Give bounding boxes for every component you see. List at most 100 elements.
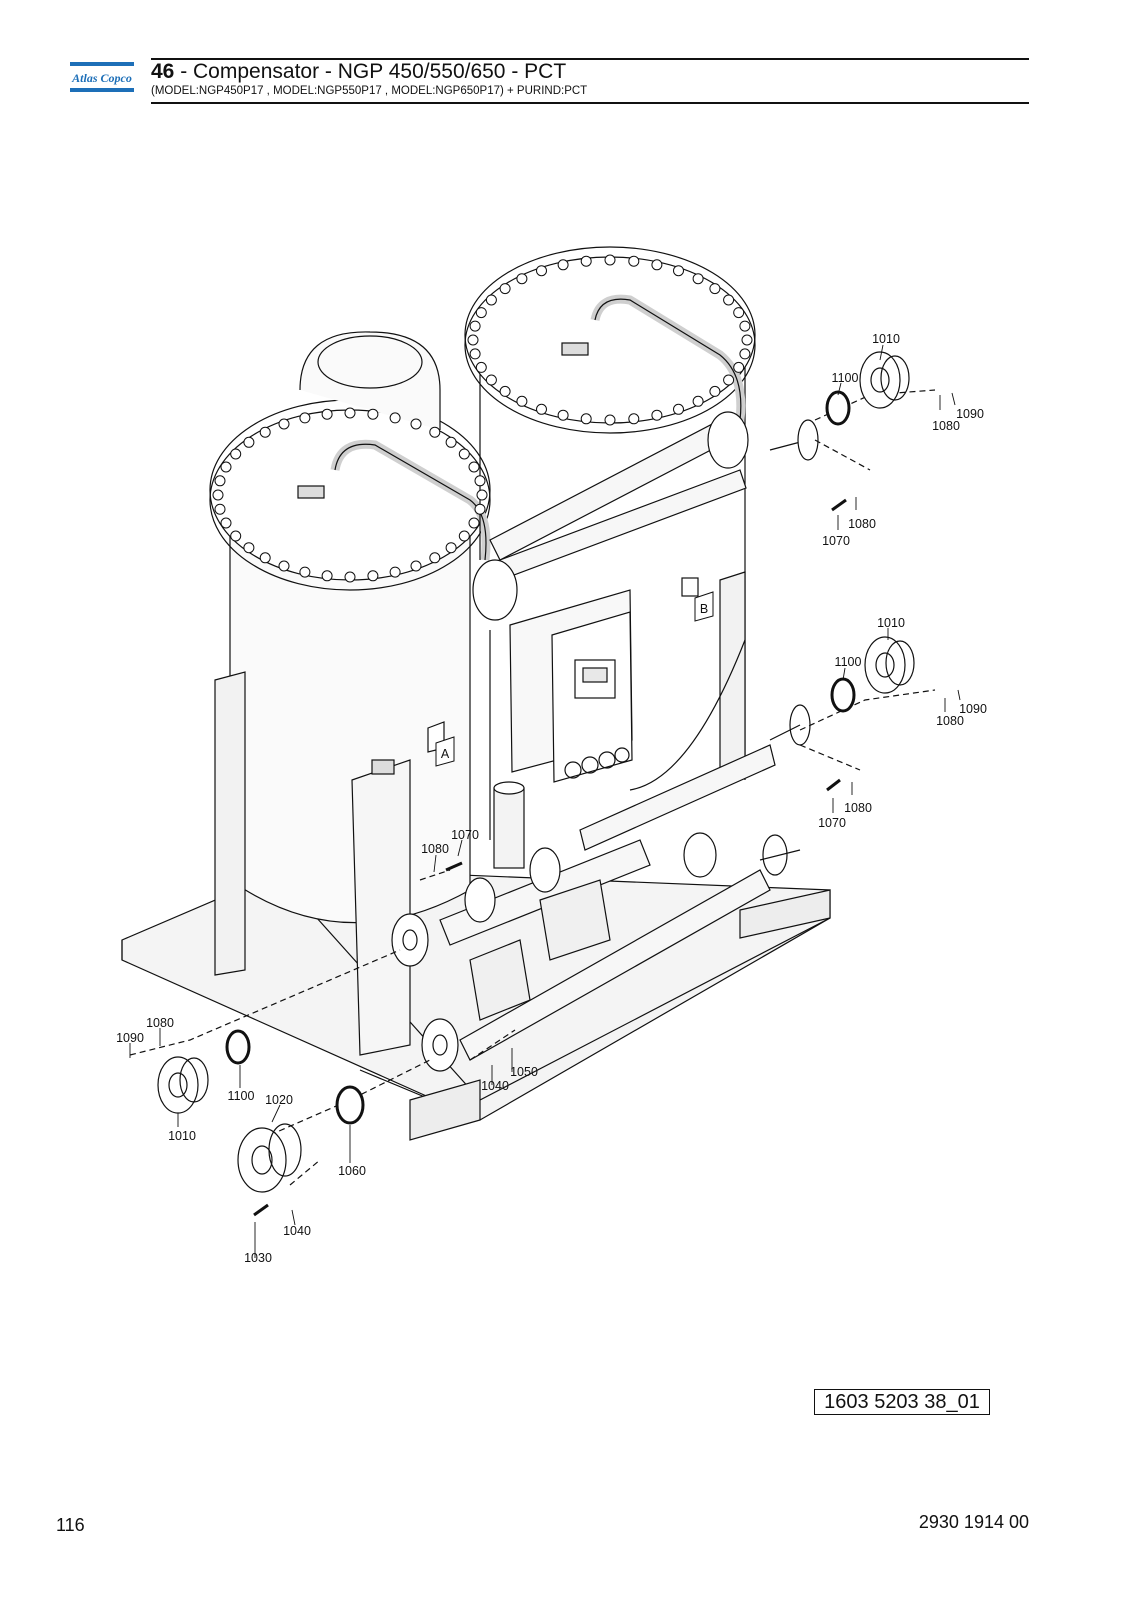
bolt-head	[243, 542, 255, 554]
bolt-head	[485, 374, 497, 386]
bolt-head	[673, 265, 684, 277]
callout-1010-tr: 1010	[872, 332, 900, 346]
tank-label-b: B	[700, 602, 708, 616]
part-1100-mid-right	[830, 677, 856, 713]
callout-1080-bl: 1080	[146, 1016, 174, 1030]
callout-1060: 1060	[338, 1164, 366, 1178]
callout-1080-mr: 1080	[936, 714, 964, 728]
bolt-head	[628, 413, 640, 425]
bolt-head	[604, 254, 616, 266]
part-1010-mid-right	[864, 636, 915, 694]
callout-1080-c: 1080	[421, 842, 449, 856]
bolt-head	[367, 570, 379, 582]
title-text: - Compensator - NGP 450/550/650 - PCT	[174, 60, 567, 83]
bolt-head	[474, 475, 486, 487]
bolt-head	[299, 412, 311, 424]
bolt-head	[723, 294, 735, 306]
callout-1100-tr: 1100	[832, 371, 859, 385]
callout-1040-c: 1040	[481, 1079, 509, 1093]
bolt-head	[230, 530, 242, 542]
callout-1020: 1020	[265, 1093, 293, 1107]
callout-layer: 1010110010901080108010701010110010901080…	[116, 332, 987, 1265]
bolt-head	[389, 412, 401, 424]
bolt-head	[278, 560, 290, 572]
bolt-head	[476, 489, 488, 501]
part-1070-top	[831, 498, 847, 512]
bolt-head	[485, 294, 497, 306]
callout-1080-tr2: 1080	[848, 517, 876, 531]
callout-1040-b: 1040	[283, 1224, 311, 1238]
tank-b	[299, 246, 756, 840]
bolt-head	[214, 475, 226, 487]
callout-1070-tr: 1070	[822, 534, 850, 548]
control-cabinet	[509, 589, 633, 783]
bolt-head	[259, 426, 271, 438]
callout-1100-bl: 1100	[228, 1089, 255, 1103]
tank-label-a: A	[441, 747, 450, 761]
bolt-head	[220, 461, 232, 473]
bolt-head	[344, 571, 356, 583]
callout-1090-mr: 1090	[959, 702, 987, 716]
bolt-head	[557, 259, 569, 271]
bolt-head	[445, 436, 457, 448]
bolt-head	[468, 517, 480, 529]
part-1100-top-right	[825, 390, 851, 426]
bolt-head	[469, 320, 481, 332]
drawing-reference-box: 1603 5203 38_01	[814, 1389, 990, 1415]
bolt-head	[410, 418, 422, 430]
bolt-head	[651, 409, 663, 421]
bolt-head	[723, 374, 735, 386]
callout-1070-c: 1070	[451, 828, 479, 842]
bolt-head	[673, 403, 684, 415]
bolt-head	[321, 570, 333, 582]
bolt-head	[739, 348, 751, 360]
bolt-head	[389, 566, 401, 578]
callout-1030: 1030	[244, 1251, 272, 1265]
bolt-head	[536, 403, 547, 415]
callout-1080-mr2: 1080	[844, 801, 872, 815]
bolt-head	[458, 448, 470, 460]
bolt-head	[709, 283, 721, 295]
part-1060	[335, 1085, 365, 1125]
callout-1080-tr: 1080	[932, 419, 960, 433]
callout-1050: 1050	[510, 1065, 538, 1079]
bolt-head	[516, 395, 528, 407]
document-number: 2930 1914 00	[918, 1512, 1029, 1532]
bolt-head	[536, 265, 547, 277]
part-1010-top-right	[859, 351, 910, 409]
part-1070-mid	[826, 778, 841, 792]
bolt-head	[709, 385, 721, 397]
callout-1010-bl: 1010	[168, 1129, 196, 1143]
page-subtitle: (MODEL:NGP450P17 , MODEL:NGP550P17 , MOD…	[151, 85, 588, 97]
bolt-head	[516, 273, 528, 285]
section-number: 46	[151, 60, 175, 83]
bolt-head	[692, 273, 704, 285]
callout-1090-tr: 1090	[956, 407, 984, 421]
bolt-head	[429, 552, 441, 564]
bolt-head	[741, 334, 753, 346]
lower-manifold	[391, 704, 811, 1072]
bolt-head	[445, 542, 457, 554]
bolt-head	[344, 407, 356, 419]
bolt-head	[733, 361, 745, 373]
callout-1100-mr: 1100	[835, 655, 862, 669]
bolt-head	[604, 414, 616, 426]
bolt-head	[474, 503, 486, 515]
bolt-head	[468, 461, 480, 473]
bolt-head	[243, 436, 255, 448]
bolt-head	[212, 489, 224, 501]
page-title: 46 - Compensator - NGP 450/550/650 - PCT	[151, 60, 566, 84]
bolt-head	[475, 361, 487, 373]
bolt-head	[469, 348, 481, 360]
leader-lines	[129, 344, 961, 1258]
bolt-head	[580, 413, 592, 425]
bolt-head	[410, 560, 422, 572]
part-1010-bottom-left	[157, 1056, 209, 1114]
bolt-head	[499, 385, 511, 397]
bolt-head	[733, 307, 745, 319]
bolt-head	[651, 259, 663, 271]
bolt-head	[475, 307, 487, 319]
atlas-copco-logo: Atlas Copco	[70, 62, 134, 92]
bolt-head	[692, 395, 704, 407]
